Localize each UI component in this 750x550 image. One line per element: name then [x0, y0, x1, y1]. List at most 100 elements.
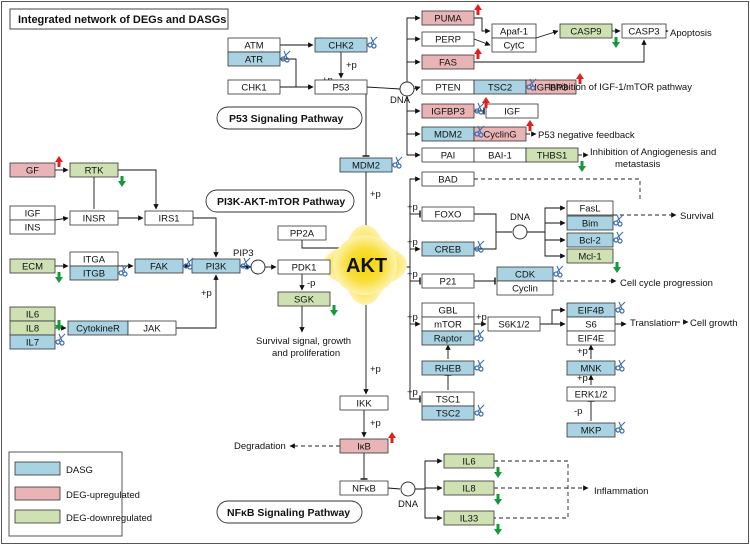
figure-title: Integrated network of DEGs and DASGs: [18, 14, 226, 26]
node-ins: INS: [9, 219, 56, 235]
edge-igf-insr: [54, 216, 69, 222]
node-il6-r: IL6: [443, 453, 495, 469]
node-label-atr: ATR: [245, 55, 263, 66]
node-box-mdm2: [339, 157, 393, 173]
legend-dasg-label: DASG: [66, 465, 93, 476]
node-label-p21: P21: [440, 277, 457, 288]
node-erk: ERK1/2: [566, 386, 616, 402]
node-label-cytokiner: CytokineR: [76, 324, 120, 335]
node-label-mdm2-top: MDM2: [434, 130, 462, 141]
node-box-perp: [421, 31, 475, 47]
node-label-bcl2: Bcl-2: [579, 236, 601, 247]
minus-p-label: -p: [574, 406, 582, 417]
scissors-icon: [118, 264, 129, 277]
down-arrow-icon: [55, 272, 63, 283]
akt-glow-core: [333, 235, 397, 295]
down-arrow-icon: [613, 262, 621, 273]
plus-p-label: +p: [407, 202, 418, 213]
node-box-ikk: [339, 395, 389, 411]
scissors-icon: [240, 257, 251, 270]
edge-dna-il33: [424, 489, 443, 521]
p53-feedback-label: P53 negative feedback: [538, 130, 635, 141]
up-arrow-icon: [576, 73, 584, 84]
node-itgb: ITGB: [69, 265, 119, 281]
node-box-thbs1: [525, 147, 579, 163]
node-p21: P21: [421, 273, 475, 289]
node-mnk: MNK: [566, 360, 616, 376]
apoptosis-label: Apoptosis: [670, 28, 712, 39]
node-chk1: CHK1: [227, 79, 281, 95]
survival-signal-label-2: and proliferation: [272, 348, 340, 359]
up-arrow-icon: [482, 97, 490, 108]
node-cycling: CyclinG: [473, 126, 527, 142]
down-arrow-icon: [578, 161, 586, 172]
edge-creb-dna: [474, 232, 497, 250]
node-box-pp2a: [277, 225, 327, 241]
node-box-fasl: [566, 200, 614, 216]
node-box-cyclin: [496, 280, 554, 296]
node-box-sgk: [277, 291, 331, 307]
scissors-icon: [55, 333, 66, 346]
scissors-icon: [474, 125, 485, 138]
down-arrow-icon: [494, 467, 502, 478]
node-p53: P53: [314, 79, 368, 95]
node-label-mtor: mTOR: [434, 320, 462, 331]
node-label-s6: S6: [585, 320, 597, 331]
node-box-erk: [566, 386, 616, 402]
node-puma: PUMA: [421, 10, 475, 26]
plus-p-label: +p: [407, 237, 418, 248]
nfkb-pathway-label: NFκB Signaling Pathway: [227, 507, 350, 519]
node-label-cdk: CDK: [515, 270, 536, 281]
plus-p-label: +p: [407, 312, 418, 323]
node-label-p53: P53: [333, 83, 350, 94]
node-box-puma: [421, 10, 475, 26]
node-mdm2-top: MDM2: [421, 126, 475, 142]
plus-p-label: +p: [201, 288, 212, 299]
survival-signal-label-1: Survival signal, growth: [256, 336, 351, 347]
markers-layer: [55, 4, 626, 535]
node-label-irs1: IRS1: [158, 214, 179, 225]
legend: DASG DEG-upregulated DEG-downregulated: [8, 451, 152, 537]
node-box-cytc: [491, 37, 537, 53]
node-irs1: IRS1: [144, 210, 194, 226]
plus-p-label: +p: [370, 189, 381, 200]
legend-up-label: DEG-upregulated: [66, 490, 140, 501]
node-box-creb: [421, 241, 475, 257]
survival-label: Survival: [680, 211, 714, 222]
node-il6: IL6: [9, 306, 56, 322]
node-box-igfbp3-right: [525, 79, 577, 95]
node-nfkb: NFκB: [339, 480, 389, 496]
node-label-igf-right: IGF: [504, 107, 520, 118]
angiogenesis-label-2: metastasis: [615, 159, 661, 170]
minus-p-label: -p: [307, 278, 315, 289]
edge-il-bracket: [494, 460, 569, 519]
node-label-rheb: RHEB: [435, 364, 461, 375]
node-label-casp3: CASP3: [628, 27, 659, 38]
node-label-s6k: S6K1/2: [498, 320, 529, 331]
pip3-label: PIP3: [233, 248, 254, 259]
down-arrow-icon: [494, 524, 502, 535]
node-pten: PTEN: [421, 79, 475, 95]
node-cytc: CytC: [491, 37, 537, 53]
node-label-fasl: FasL: [579, 204, 600, 215]
node-gbl: GBL: [421, 302, 475, 318]
edge-irs1-pi3k: [193, 217, 219, 258]
node-label-nfkb: NFκB: [352, 484, 376, 495]
node-casp3: CASP3: [621, 23, 667, 39]
node-rtk: RTK: [69, 162, 119, 178]
node-label-bim: Bim: [582, 219, 598, 230]
node-box-casp3: [621, 23, 667, 39]
node-box-bad: [421, 171, 475, 187]
node-box-casp9: [559, 23, 613, 39]
node-fasl: FasL: [566, 200, 614, 216]
up-arrow-icon: [388, 432, 396, 443]
down-arrow-icon: [612, 37, 620, 48]
pip3-circle: [250, 259, 266, 275]
node-box-ikb: [339, 438, 389, 454]
edge-jak-pi3k: [176, 274, 219, 329]
node-label-rtk: RTK: [85, 166, 104, 177]
up-arrow-icon: [474, 48, 482, 59]
scissors-icon: [280, 50, 291, 63]
plus-p-label: +p: [370, 364, 381, 375]
